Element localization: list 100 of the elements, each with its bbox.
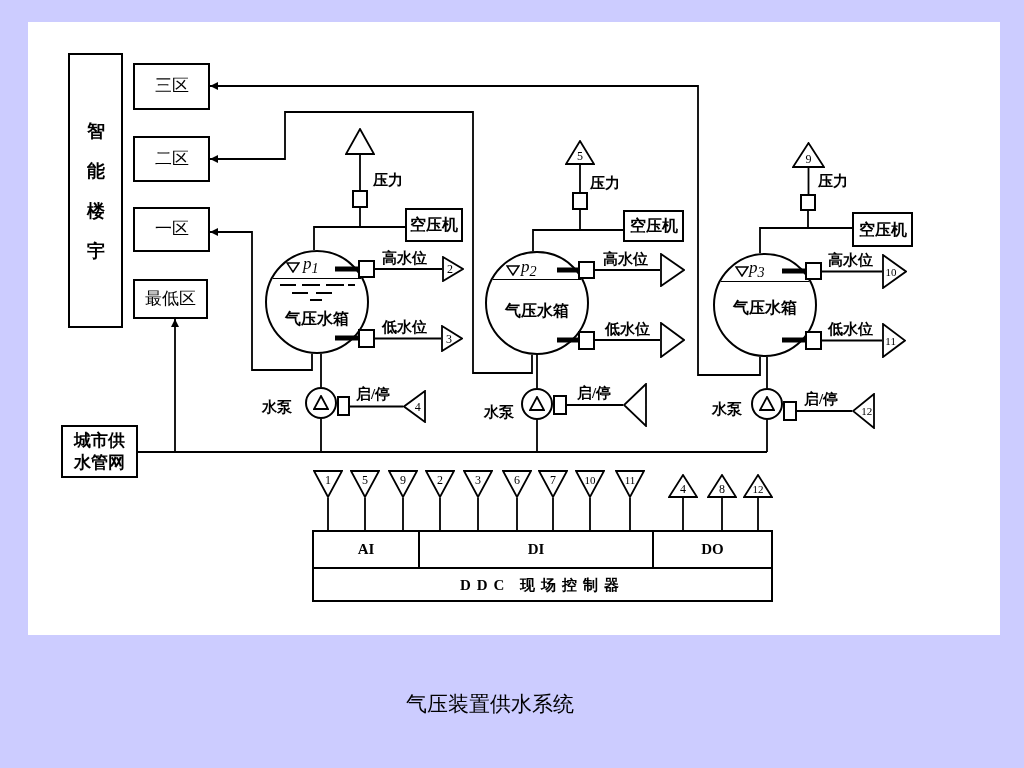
- edge-label: 高水位: [828, 252, 873, 269]
- pressure-label: p$_{2}$: [521, 258, 537, 280]
- signal-line: [402, 497, 404, 531]
- edge-label: 启/停: [804, 391, 839, 408]
- tank-label: 气压水箱: [733, 299, 797, 317]
- signal-line: [552, 497, 554, 531]
- edge-label: 低水位: [605, 321, 650, 338]
- edge-label: 启/停: [356, 386, 391, 403]
- pressure-label: p$_{1}$: [303, 255, 319, 277]
- signal-triangle: [792, 142, 825, 168]
- probe-bar: [557, 267, 578, 273]
- signal-line: [516, 497, 518, 531]
- signal-line: [821, 339, 883, 342]
- pipe-arrow: [171, 318, 179, 453]
- air-pipe: [313, 226, 361, 251]
- signal-line: [807, 167, 810, 195]
- signal-line: [566, 404, 624, 406]
- water-pipe: [320, 352, 322, 388]
- signal-number: 11: [885, 335, 896, 346]
- sensor-box: [358, 260, 375, 278]
- zone-box: [133, 279, 208, 319]
- signal-number: 1: [325, 474, 331, 487]
- pipe-arrow: [209, 111, 533, 374]
- signal-number: 10: [885, 266, 897, 277]
- compressor-box: [405, 208, 463, 242]
- air-pipe: [359, 207, 361, 228]
- signal-number: 5: [362, 474, 368, 487]
- edge-label: 压力: [373, 172, 403, 189]
- sensor-box: [578, 261, 595, 279]
- compressor-label: 空压机: [858, 220, 907, 239]
- signal-number: 5: [577, 150, 583, 162]
- signal-number: 2: [437, 474, 443, 487]
- signal-line: [589, 497, 591, 531]
- sensor-box: [358, 329, 375, 348]
- air-pipe: [359, 226, 406, 228]
- compressor-label: 空压机: [629, 217, 678, 235]
- caption: 气压装置供水系统: [406, 693, 574, 717]
- pressure-label: p$_{3}$: [749, 259, 765, 281]
- compressor-label: 空压机: [410, 216, 458, 234]
- signal-line: [821, 270, 883, 273]
- signal-number: 2: [446, 263, 453, 275]
- signal-line: [364, 497, 366, 531]
- pump-label: 水泵: [262, 399, 292, 416]
- signal-number: 12: [861, 405, 873, 417]
- building-label: 智能楼宇: [86, 119, 105, 263]
- signal-triangle: [615, 470, 645, 498]
- io-label: AI: [357, 541, 375, 558]
- signal-number: 7: [550, 474, 556, 487]
- sensor-box: [578, 331, 595, 350]
- signal-line: [327, 497, 329, 531]
- signal-line: [374, 337, 442, 340]
- sensor-box: [805, 331, 822, 350]
- signal-line: [594, 339, 661, 341]
- signal-number: 4: [680, 483, 686, 496]
- probe-bar: [557, 337, 578, 343]
- signal-triangle: [852, 393, 875, 429]
- zone-label: 最低区: [145, 289, 196, 309]
- signal-triangle: [425, 470, 455, 498]
- zone-box: [133, 136, 210, 182]
- sensor-box: [572, 192, 588, 210]
- water-pipe: [536, 419, 538, 453]
- signal-number: 10: [584, 474, 596, 486]
- water-pipe: [766, 356, 768, 389]
- signal-triangle: [660, 322, 685, 358]
- signal-triangle: [442, 256, 464, 282]
- water-pipe: [137, 451, 768, 453]
- signal-line: [374, 268, 443, 270]
- signal-triangle: [463, 470, 493, 498]
- signal-number: 11: [624, 474, 636, 486]
- signal-number: 3: [475, 474, 481, 487]
- zone-label: 二区: [154, 149, 189, 169]
- controller-box: [312, 530, 773, 602]
- signal-triangle: [882, 323, 906, 358]
- signal-line: [796, 410, 853, 412]
- signal-number: 8: [719, 483, 725, 496]
- probe-bar: [782, 337, 805, 343]
- signal-line: [629, 497, 631, 531]
- air-pipe: [759, 227, 809, 255]
- zone-label: 三区: [154, 77, 189, 96]
- signal-triangle: [350, 470, 380, 498]
- zone-box: [133, 207, 210, 252]
- compressor-box: [852, 212, 913, 247]
- signal-line: [579, 164, 581, 193]
- air-pipe: [807, 210, 809, 229]
- water-main-box: [61, 425, 138, 478]
- zone-box: [133, 63, 210, 110]
- controller-label: DDC 现场控制器: [459, 576, 626, 594]
- signal-triangle: [441, 325, 463, 352]
- signal-triangle: [403, 390, 426, 423]
- edge-label: 高水位: [603, 251, 648, 268]
- signal-line: [682, 497, 684, 531]
- starter-box: [783, 401, 797, 421]
- signal-line: [757, 497, 759, 531]
- signal-line: [721, 497, 723, 531]
- signal-line: [594, 269, 661, 271]
- signal-triangle: [388, 470, 418, 498]
- signal-triangle: [882, 254, 907, 289]
- compressor-box: [623, 210, 684, 242]
- water-pipe: [320, 418, 322, 453]
- signal-number: 9: [805, 152, 812, 165]
